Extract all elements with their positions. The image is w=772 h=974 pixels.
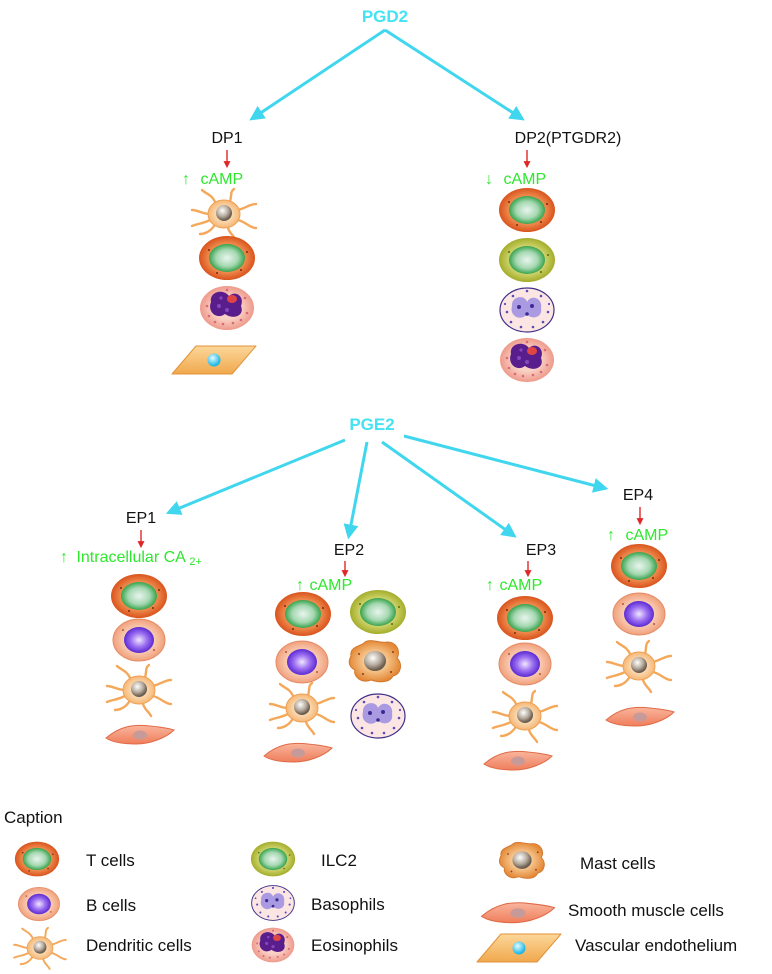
ep1-t-cell	[111, 574, 167, 618]
ep4-effect: ↑ cAMP	[607, 527, 668, 544]
ep1-effect: ↑ Intracellular CA 2+	[60, 549, 202, 568]
legend-eosinophils-label: Eosinophils	[311, 936, 398, 955]
ep1-b-cell	[112, 618, 166, 662]
dp1-eosinophil	[200, 286, 254, 330]
dp1-label: DP1	[211, 130, 242, 147]
pge2-to-ep1-arrow	[165, 438, 346, 515]
pge2-label: PGE2	[349, 415, 394, 434]
legend-eosinophil-icon	[251, 927, 295, 963]
ep3-t-cell	[497, 596, 553, 640]
legend-ilc2-label: ILC2	[321, 851, 357, 870]
dp1-t-cell	[199, 236, 255, 280]
pgd2-label: PGD2	[362, 7, 408, 26]
dp1-dendritic-cell	[190, 187, 258, 242]
ep2-dendritic-cell	[268, 681, 336, 736]
ep1-effect-arrow: ↑	[60, 549, 68, 566]
ep2-effect-arrow: ↑	[296, 577, 304, 594]
legend-dendritic-cells-label: Dendritic cells	[86, 936, 192, 955]
legend-mast-cell-icon	[498, 841, 545, 879]
dp1-effect: ↑ cAMP	[182, 171, 243, 188]
ep3-effect: ↑ cAMP	[486, 577, 542, 594]
ep4-smooth-muscle-cell	[605, 706, 675, 727]
ep2-b-cell	[275, 640, 329, 684]
ep4-b-cell	[612, 592, 666, 636]
ep2-effect-text: cAMP	[309, 577, 352, 594]
legend-ilc2-icon	[250, 841, 296, 877]
dp2-effect-text: cAMP	[503, 171, 546, 188]
ep1-dendritic-cell	[105, 663, 173, 718]
ep2-basophil	[350, 693, 406, 739]
dp2-basophil	[499, 287, 555, 333]
ep4-effect-arrow: ↑	[607, 527, 615, 544]
caption-title: Caption	[4, 808, 63, 827]
legend-smooth-muscle-icon	[480, 902, 556, 924]
dp1-vascular-endothelium	[171, 345, 257, 375]
ep4-effect-text: cAMP	[625, 527, 668, 544]
dp2-t-cell	[499, 188, 555, 232]
caption-legend: T cells B cells Dendritic cells ILC2 Bas…	[13, 841, 737, 970]
pgd2-to-dp1-arrow	[249, 28, 386, 121]
dp1-effect-text: cAMP	[200, 171, 243, 188]
ep4-label: EP4	[623, 487, 653, 504]
ep3-effect-arrow: ↑	[486, 577, 494, 594]
ep2-ilc2	[350, 590, 406, 634]
dp2-effect: ↓ cAMP	[485, 171, 546, 188]
legend-dendritic-cell-icon	[13, 926, 67, 970]
legend-b-cell-icon	[18, 886, 60, 922]
ep2-effect: ↑ cAMP	[296, 577, 352, 594]
ep3-dendritic-cell	[491, 689, 559, 744]
ep3-b-cell	[498, 642, 552, 686]
ep3-effect-text: cAMP	[499, 577, 542, 594]
ep3-smooth-muscle-cell	[483, 750, 553, 771]
dp2-eosinophil	[500, 338, 554, 382]
legend-basophil-icon	[251, 885, 295, 921]
pge2-to-ep3-arrow	[381, 440, 517, 538]
ep2-t-cell	[275, 592, 331, 636]
legend-smooth-muscle-label: Smooth muscle cells	[568, 901, 724, 920]
ep1-effect-subscript: 2+	[189, 556, 202, 568]
ep4-t-cell	[611, 544, 667, 588]
legend-b-cells-label: B cells	[86, 896, 136, 915]
legend-t-cells-label: T cells	[86, 851, 135, 870]
dp2-effect-arrow: ↓	[485, 171, 493, 188]
legend-t-cell-icon	[14, 841, 60, 877]
ep1-smooth-muscle-cell	[105, 724, 175, 745]
dp1-effect-arrow: ↑	[182, 171, 190, 188]
ep4-dendritic-cell	[605, 639, 673, 694]
ep2-label: EP2	[334, 542, 364, 559]
ep1-effect-text: Intracellular CA	[76, 549, 186, 566]
ep1-label: EP1	[126, 510, 156, 527]
dp2-label: DP2(PTGDR2)	[515, 130, 622, 147]
legend-vascular-endothelium-label: Vascular endothelium	[575, 936, 737, 955]
pgd2-to-dp2-arrow	[384, 28, 525, 121]
legend-vascular-endothelium-icon	[476, 933, 562, 963]
pge2-to-ep4-arrow	[403, 434, 609, 493]
legend-basophils-label: Basophils	[311, 895, 385, 914]
pge2-to-ep2-arrow	[343, 441, 369, 540]
ep2-smooth-muscle-cell	[263, 742, 333, 763]
ep3-label: EP3	[526, 542, 556, 559]
ep2-mast-cell	[348, 640, 401, 683]
dp2-ilc2	[499, 238, 555, 282]
legend-mast-cells-label: Mast cells	[580, 854, 656, 873]
